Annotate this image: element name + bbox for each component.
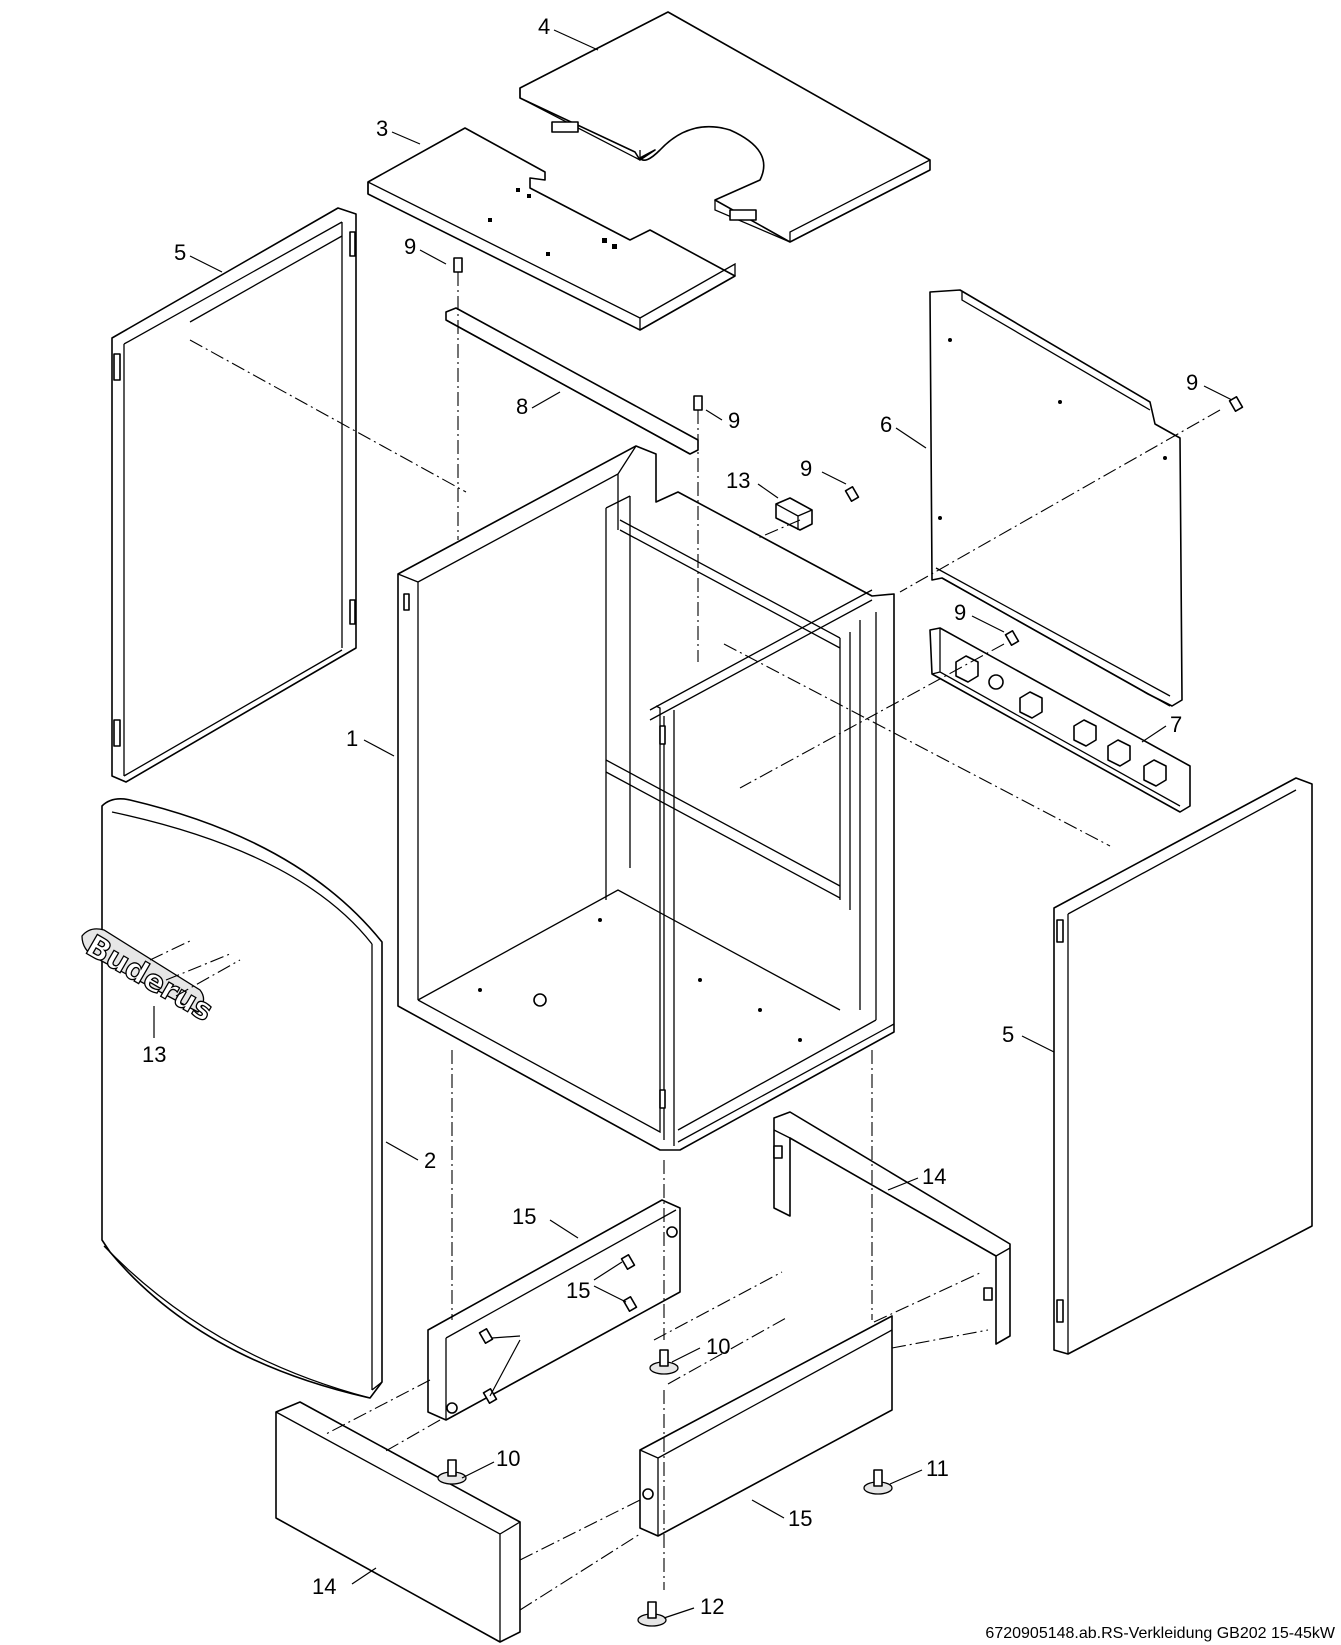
part-11-bracket: [775, 497, 813, 531]
callout-13-front: 14: [312, 1574, 336, 1599]
part-1-main-frame: [397, 445, 895, 1151]
callout-14-front: 15: [788, 1506, 812, 1531]
callout-6: 6: [880, 412, 892, 437]
screw-15c: [478, 1328, 494, 1344]
part-14-right-bracket: [639, 1315, 893, 1537]
callout-9-a: 9: [404, 234, 416, 259]
screw-9c: [844, 486, 860, 502]
leader-lines: [153, 29, 1233, 1619]
part-2-front-door: [101, 798, 383, 1399]
drawing-caption: 6720905148.ab.RS-Verkleidung GB202 15-45…: [985, 1625, 1335, 1642]
part-5-right-side-panel: [1053, 777, 1313, 1355]
callout-12: 13: [142, 1042, 166, 1067]
assembly-lines: [149, 272, 1221, 1611]
callout-11: 13: [726, 468, 750, 493]
callout-5-right: 5: [1002, 1022, 1014, 1047]
callout-7: 7: [1170, 712, 1182, 737]
foot-2: [437, 1459, 467, 1485]
foot-3: [863, 1469, 893, 1495]
callout-10-b: 10: [496, 1446, 520, 1471]
screw-9d: [1004, 630, 1020, 646]
feet-part-10: [437, 1349, 893, 1627]
callout-2: 2: [424, 1148, 436, 1173]
part-13-rear-plinth: [773, 1111, 1011, 1345]
part-14-left-bracket: [427, 1199, 681, 1421]
part-5-left-side-panel: [111, 207, 357, 783]
part-6-rear-panel: [929, 289, 1183, 707]
part-3-top-plate: [367, 127, 736, 331]
callout-10-c: 11: [926, 1456, 949, 1481]
callout-5-left: 5: [174, 240, 186, 265]
callout-9-c: 9: [800, 456, 812, 481]
callout-9-b: 9: [728, 408, 740, 433]
callout-1: 1: [346, 726, 358, 751]
part-7-perforated-rail: [929, 627, 1191, 813]
callout-8: 8: [516, 394, 528, 419]
callout-3: 3: [376, 116, 388, 141]
foot-1: [649, 1349, 679, 1375]
foot-4: [637, 1601, 667, 1627]
screw-9e: [1228, 396, 1244, 412]
callout-4: 4: [538, 14, 550, 39]
part-8-cross-bar: [445, 307, 699, 455]
screw-15b: [622, 1296, 638, 1312]
callout-13-rear: 14: [922, 1164, 946, 1189]
callout-10-d: 12: [700, 1594, 724, 1619]
callout-9-e: 9: [1186, 370, 1198, 395]
part-4-top-cover: [519, 11, 931, 243]
screw-9b: [693, 395, 703, 411]
screw-9a: [453, 257, 463, 273]
callout-labels: 4 3 5 9 8 9 9 13 6 9 9 7 1 5 2 13 14 15 …: [142, 14, 1198, 1619]
part-13-front-plinth: [275, 1401, 521, 1643]
callout-9-d: 9: [954, 600, 966, 625]
callout-10-a: 10: [706, 1334, 730, 1359]
callout-14-rear: 15: [512, 1204, 536, 1229]
screw-15a: [620, 1254, 636, 1270]
callout-15-a: 15: [566, 1278, 590, 1303]
